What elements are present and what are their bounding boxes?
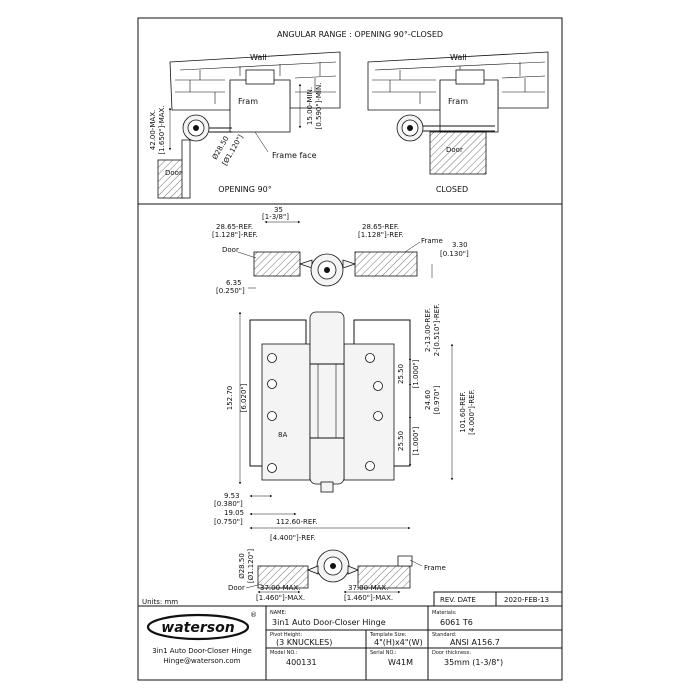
dim-15-min: 15.00-MIN. <box>306 87 314 125</box>
dim-35-in: [1-3/8"] <box>262 213 289 221</box>
standard-value: ANSI A156.7 <box>450 638 500 647</box>
max-left-in: [1.460"]-MAX. <box>256 594 305 602</box>
mark-8a: 8A <box>278 431 287 439</box>
frame-label-bottom: Frame <box>424 564 446 572</box>
frame-face-label: Frame face <box>272 151 317 160</box>
product-line: 3in1 Auto Door-Closer Hinge <box>152 647 251 655</box>
template-label: Template Size: <box>369 632 407 638</box>
plan-view-bottom: Ø28.50 [Ø1.120"] Door Frame 37.00-MAX. [… <box>228 549 446 602</box>
dim-4000: [4.000"]-REF. <box>468 389 476 435</box>
door-thk-value: 35mm (1-3/8") <box>444 658 503 667</box>
dim-635: 6.35 <box>226 279 242 287</box>
pivot-label: Pivot Height: <box>270 632 302 638</box>
max-left: 37.00-MAX. <box>260 584 300 592</box>
dim-1905: 19.05 <box>224 509 244 517</box>
door-label-left: Door <box>165 169 182 177</box>
dim-0590-min: [0.590"]-MIN. <box>315 83 323 130</box>
caption-opening-90: OPENING 90° <box>218 185 271 194</box>
dim-0750: [0.750"] <box>214 518 243 526</box>
dim-10160: 101.60-REF. <box>459 391 467 432</box>
dim-2550-b: 25.50 <box>397 431 405 451</box>
rev-label: REV. DATE <box>440 596 476 604</box>
waterson-logo: waterson ® <box>146 611 257 641</box>
frame-label-plan: Frame <box>421 237 443 245</box>
dim-0510-ref: 2-[0.510"]-REF. <box>433 304 441 357</box>
dim-635-in: [0.250"] <box>216 287 245 295</box>
title-block: waterson ® 3in1 Auto Door-Closer Hinge H… <box>138 605 562 680</box>
door-label-right: Door <box>446 146 463 154</box>
dim-dia-bottom: Ø28.50 <box>238 553 246 579</box>
door-label-plan: Door <box>222 246 239 254</box>
dim-6020: [6.020"] <box>240 383 248 412</box>
frame-label-left: Fram <box>238 97 258 106</box>
registered-mark: ® <box>250 611 257 619</box>
materials-label: Materials: <box>432 610 457 616</box>
sheet-border <box>137 17 563 681</box>
door-thk-label: Door thickness: <box>432 650 471 656</box>
ref-left: 28.65-REF. <box>216 223 253 231</box>
max-right: 37.00-MAX. <box>348 584 388 592</box>
dim-0970: [0.970"] <box>433 385 441 414</box>
max-right-in: [1.460"]-MAX. <box>344 594 393 602</box>
caption-closed: CLOSED <box>436 185 468 194</box>
dim-15270: 152.70 <box>226 386 234 411</box>
dim-35: 35 <box>274 206 283 214</box>
dim-330-in: [0.130"] <box>440 250 469 258</box>
dim-1650-max: [1.650"]-MAX. <box>158 105 166 154</box>
section-closed: Wall Fram Door CLOSED <box>367 51 549 194</box>
ref-right: 28.65-REF. <box>362 223 399 231</box>
ref-right-in: [1.128"]-REF. <box>358 231 404 239</box>
section-opening-90: Wall Fram Door Frame face 15.00-MIN. [0.… <box>149 51 341 199</box>
dim-2550-a: 25.50 <box>397 364 405 384</box>
rev-date: 2020-FEB-13 <box>504 596 549 604</box>
dim-1000-a: [1.000"] <box>412 359 420 388</box>
elevation-view: 8A 152.70 [6.020"] 2-13.00-REF. 2-[0.510… <box>214 304 476 542</box>
dim-2460: 24.60 <box>424 390 432 410</box>
model-label: Model NO.: <box>270 650 298 656</box>
pivot-value: (3 KNUCKLES) <box>276 638 332 647</box>
wall-label-left: Wall <box>250 53 267 62</box>
template-value: 4"(H)x4"(W) <box>374 638 423 647</box>
model-value: 400131 <box>286 658 317 667</box>
units-label: Units: mm <box>142 598 178 606</box>
name-value: 3in1 Auto Door-Closer Hinge <box>272 618 386 627</box>
serial-value: W41M <box>388 658 413 667</box>
angular-range-title: ANGULAR RANGE : OPENING 90°-CLOSED <box>277 30 443 39</box>
wall-label-right: Wall <box>450 53 467 62</box>
logo-text: waterson <box>161 620 234 636</box>
plan-view-top: 35 [1-3/8"] 28.65-REF. [1.128"]-REF. 28.… <box>212 206 469 295</box>
brand-email: Hinge@waterson.com <box>164 657 241 665</box>
serial-label: Serial NO.: <box>370 650 397 656</box>
dim-0380: [0.380"] <box>214 500 243 508</box>
standard-label: Standard: <box>432 632 457 638</box>
door-label-bottom: Door <box>228 584 245 592</box>
frame-label-right: Fram <box>448 97 468 106</box>
ref-left-in: [1.128"]-REF. <box>212 231 258 239</box>
dim-dia-bottom-in: [Ø1.120"] <box>247 549 255 584</box>
dim-330: 3.30 <box>452 241 468 249</box>
dim-11260: 112.60-REF. <box>276 518 317 526</box>
dim-953: 9.53 <box>224 492 240 500</box>
materials-value: 6061 T6 <box>440 618 473 627</box>
name-label: NAME: <box>270 610 287 616</box>
dim-13-ref: 2-13.00-REF. <box>424 308 432 352</box>
dim-1000-b: [1.000"] <box>412 426 420 455</box>
dim-42-max: 42.00-MAX. <box>149 110 157 150</box>
dim-4400: [4.400"]-REF. <box>270 534 316 542</box>
